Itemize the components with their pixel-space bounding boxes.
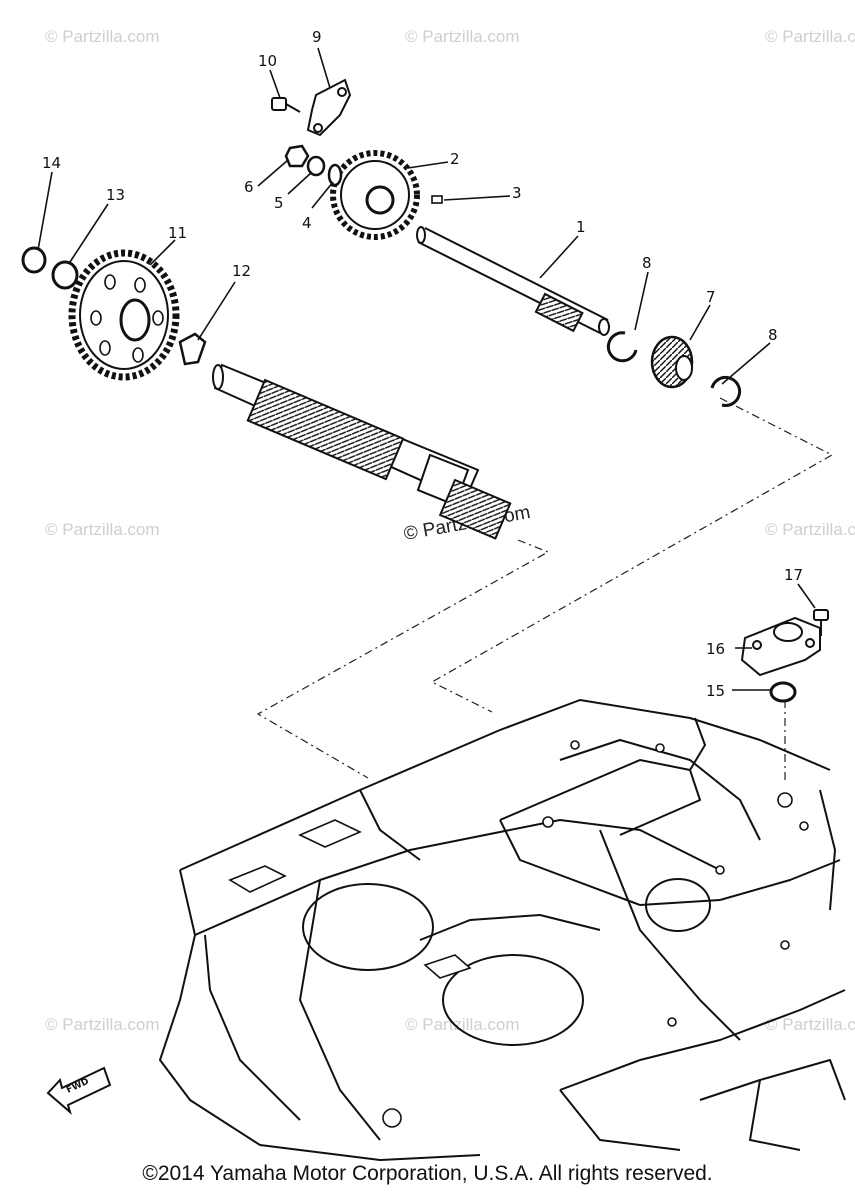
callout-12: 12 <box>232 262 251 280</box>
callout-3: 3 <box>512 184 522 202</box>
callout-1: 1 <box>576 218 586 236</box>
leader-lines <box>37 47 816 691</box>
washer-12 <box>178 332 207 366</box>
gear-7 <box>650 335 694 389</box>
watermark: © Partzilla.com <box>405 27 520 46</box>
shaft-1 <box>416 226 610 336</box>
crankcase <box>159 699 846 1161</box>
connection-lines <box>256 397 834 780</box>
callout-10: 10 <box>258 52 277 70</box>
callout-4: 4 <box>302 214 312 232</box>
callout-13: 13 <box>106 186 125 204</box>
callout-7: 7 <box>706 288 716 306</box>
callout-8: 8 <box>642 254 652 272</box>
gear-11 <box>68 249 180 381</box>
watermark: © Partzilla.com <box>45 520 160 539</box>
gear-2 <box>330 150 420 240</box>
callout-15: 15 <box>706 682 725 700</box>
main-shaft <box>212 363 512 540</box>
bolt-plate <box>271 78 352 137</box>
watermark: © Partzilla.com <box>765 1015 855 1034</box>
callout-14: 14 <box>42 154 61 172</box>
copyright-notice: ©2014 Yamaha Motor Corporation, U.S.A. A… <box>142 1162 713 1185</box>
cylinder-bores <box>302 878 711 1046</box>
watermarks: © Partzilla.com © Partzilla.com © Partzi… <box>45 27 855 1034</box>
circlip-14 <box>21 246 47 274</box>
callout-9: 9 <box>312 28 322 46</box>
callout-6: 6 <box>244 178 254 196</box>
key-3 <box>431 195 443 204</box>
crankcase-pockets <box>228 819 472 979</box>
callout-8: 8 <box>768 326 778 344</box>
callout-2: 2 <box>450 150 460 168</box>
callouts: 1 2 3 4 5 6 7 8 8 9 10 11 12 13 14 15 16… <box>42 28 803 700</box>
washers-nut <box>284 144 343 187</box>
fwd-arrow-icon: FWD <box>46 1066 112 1115</box>
circlip-8a <box>606 331 638 363</box>
callout-16: 16 <box>706 640 725 658</box>
bolt-17 <box>813 609 829 636</box>
washer-13 <box>51 260 79 290</box>
callout-11: 11 <box>168 224 187 242</box>
watermark: © Partzilla.com <box>765 520 855 539</box>
callout-17: 17 <box>784 566 803 584</box>
watermark: © Partzilla.com <box>405 1015 520 1034</box>
seal-15 <box>769 681 797 703</box>
callout-5: 5 <box>274 194 284 212</box>
bolt-holes <box>382 740 809 1128</box>
circlip-8b <box>710 375 741 407</box>
watermark: © Partzilla.com <box>45 27 160 46</box>
watermark: © Partzilla.com <box>765 27 855 46</box>
watermark: © Partzilla.com <box>45 1015 160 1034</box>
housing-16 <box>740 616 821 677</box>
